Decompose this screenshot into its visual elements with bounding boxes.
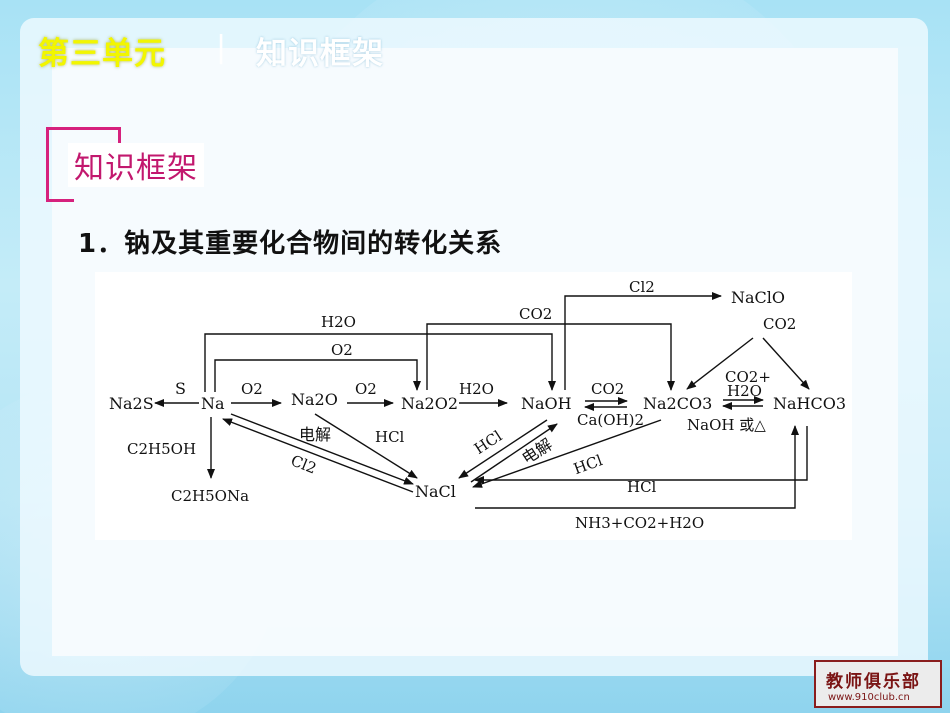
arrow-naoh-cl2-to-naclo (564, 292, 722, 390)
arrow-naoh-to-nacl (458, 419, 548, 479)
arrow-nacl-to-naoh (470, 423, 558, 483)
framework-box-border (46, 199, 74, 202)
label-hcl: HCl (627, 478, 657, 496)
arrow-na2o2-co2-to-na2co3 (426, 323, 675, 391)
node-na2o: Na2O (291, 390, 338, 409)
node-na: Na (201, 394, 225, 413)
node-naoh: NaOH (521, 394, 572, 413)
arrow-naclo-to-nahco3 (762, 337, 810, 390)
arrow-na-o2-to-na2o2 (214, 359, 421, 392)
node-na2s: Na2S (109, 394, 154, 413)
content-heading: 1．钠及其重要化合物间的转化关系 (78, 229, 503, 259)
node-c2h5ona: C2H5ONa (171, 487, 249, 505)
node-na2co3: Na2CO3 (643, 394, 712, 413)
arrow-nacl-to-na (222, 418, 414, 493)
arrow-na-h2o-to-naoh (204, 333, 556, 392)
label-electrolysis: 电解 (299, 425, 331, 444)
label-naoh-or-heat: NaOH 或△ (687, 416, 766, 434)
logo-text: 教师俱乐部 (826, 672, 921, 692)
label-o2: O2 (241, 380, 263, 398)
label-o2-top: O2 (331, 341, 353, 359)
title-separator: | (216, 30, 227, 65)
logo-url: www.910club.cn (828, 692, 910, 703)
label-hcl: HCl (375, 428, 405, 446)
node-naclo: NaClO (731, 288, 785, 307)
arrow-na-to-nacl (230, 413, 414, 485)
label-nh3-co2-h2o: NH3+CO2+H2O (575, 514, 704, 532)
section-title: 知识框架 (256, 36, 384, 72)
club-logo: 教师俱乐部 www.910club.cn (814, 660, 942, 708)
label-h2o-rev: H2O (727, 382, 762, 400)
node-nahco3: NaHCO3 (773, 394, 846, 413)
arrow-na2co3-to-nacl (472, 419, 662, 488)
node-nacl: NaCl (415, 482, 456, 501)
label-co2-mid: CO2 (591, 380, 624, 398)
label-co2-plus: CO2+ (725, 368, 771, 386)
label-cl2-top: Cl2 (629, 278, 655, 296)
framework-box-border (46, 127, 121, 202)
label-cl2-low: Cl2 (288, 451, 319, 477)
diagram-svg: Na2S Na Na2O Na2O2 NaOH Na2CO3 NaHCO3 Na… (109, 278, 846, 532)
label-caoh2: Ca(OH)2 (577, 411, 644, 429)
arrow-nahco3-to-nacl (474, 426, 808, 484)
arrow-na2o-to-nacl (314, 413, 418, 479)
arrow-nacl-to-nahco3 (475, 425, 799, 509)
node-na2o2: Na2O2 (401, 394, 458, 413)
node-c2h5oh: C2H5OH (127, 440, 196, 458)
label-hcl: HCl (571, 451, 605, 478)
label-hcl: HCl (471, 427, 506, 458)
label-s: S (175, 379, 186, 398)
label-h2o-mid: H2O (459, 380, 494, 398)
label-h2o-top: H2O (321, 313, 356, 331)
unit-title: 第三单元 (38, 36, 166, 72)
framework-box-border (118, 127, 121, 150)
label-electrolysis: 电解 (518, 435, 555, 468)
sodium-compounds-diagram: Na2S Na Na2O Na2O2 NaOH Na2CO3 NaHCO3 Na… (95, 272, 852, 540)
framework-label: 知识框架 (68, 143, 204, 187)
label-co2-naclo: CO2 (763, 315, 796, 333)
label-co2-top: CO2 (519, 305, 552, 323)
label-o2: O2 (355, 380, 377, 398)
arrow-naclo-to-na2co3 (686, 337, 754, 390)
